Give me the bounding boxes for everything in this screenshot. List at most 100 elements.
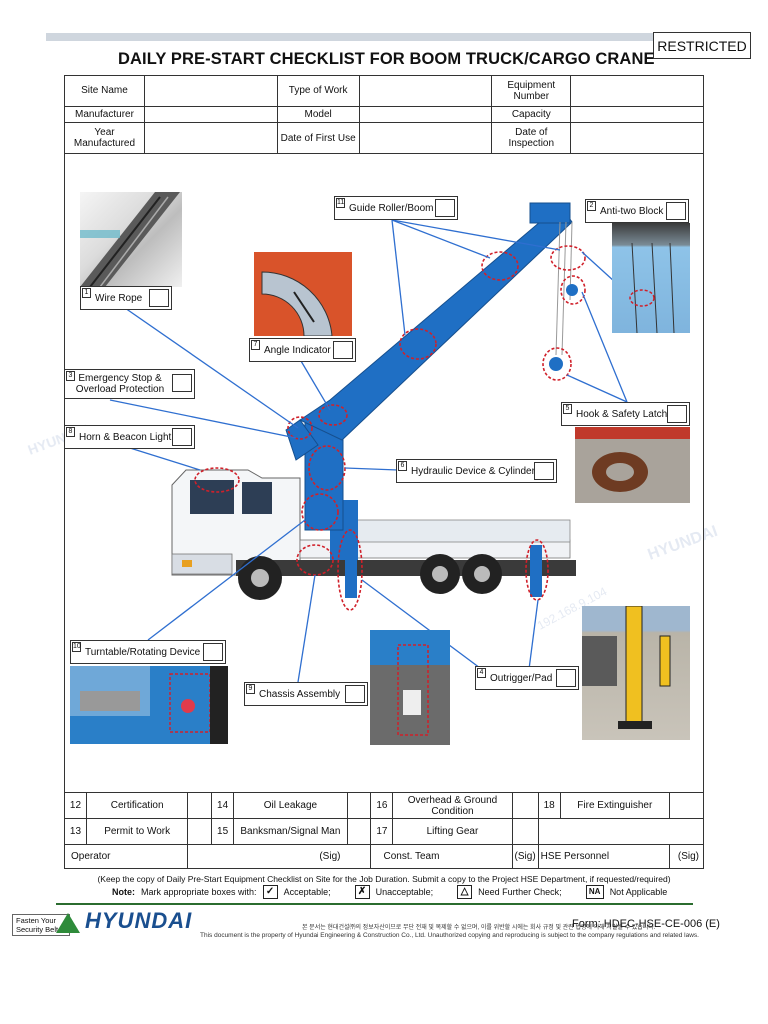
- hook-checkbox[interactable]: [667, 405, 687, 423]
- const-team-label: Const. Team: [370, 844, 513, 869]
- item-angle-indicator: 7 Angle Indicator: [249, 338, 356, 362]
- legend-unacceptable: Unacceptable;: [375, 887, 434, 897]
- triangle-icon: △: [457, 885, 473, 899]
- oil-leakage-checkbox[interactable]: [346, 792, 372, 819]
- item-chassis: 9 Chassis Assembly: [244, 682, 368, 706]
- overhead-ground-checkbox[interactable]: [511, 792, 539, 819]
- keep-copy-note: (Keep the copy of Daily Pre-Start Equipm…: [97, 874, 671, 884]
- const-team-signature-field[interactable]: (Sig): [511, 844, 539, 869]
- header-table: Site Name Type of Work Equipment Number …: [64, 75, 704, 154]
- certification-checkbox[interactable]: [187, 792, 213, 819]
- hse-signature-field[interactable]: (Sig): [669, 844, 704, 869]
- site-name-label: Site Name: [64, 75, 145, 107]
- footer-property-notice: This document is the property of Hyundai…: [200, 932, 699, 939]
- date-inspection-label: Date of Inspection: [491, 122, 572, 154]
- crane-boom: [285, 202, 573, 531]
- hse-text: HSE Personnel: [540, 851, 610, 862]
- restricted-badge: RESTRICTED: [653, 32, 751, 59]
- inspection-markers: [194, 245, 586, 611]
- date-inspection-field[interactable]: [570, 122, 704, 154]
- turntable-image: [70, 666, 228, 744]
- const-team-sig-text: (Sig): [514, 851, 536, 862]
- hook-upper: [566, 284, 578, 296]
- angle-indicator-photo: [254, 252, 352, 336]
- operator-sig-text: (Sig): [319, 851, 341, 862]
- item-number: 13: [64, 818, 87, 845]
- turntable-checkbox[interactable]: [203, 643, 223, 661]
- item-number: 18: [537, 792, 561, 819]
- item-label: Hook & Safety Latch: [576, 408, 668, 420]
- hse-sig-text: (Sig): [677, 851, 699, 862]
- item-number: 8: [66, 427, 75, 437]
- item-number: 6: [398, 461, 407, 471]
- capacity-field[interactable]: [570, 105, 704, 124]
- top-bar: [46, 33, 696, 41]
- wire-rope-checkbox[interactable]: [149, 289, 169, 307]
- type-of-work-field[interactable]: [358, 75, 493, 107]
- item-label: Angle Indicator: [264, 344, 331, 356]
- permit-to-work-checkbox[interactable]: [187, 818, 213, 845]
- hook-block: [549, 357, 563, 371]
- item-turntable: 10 Turntable/Rotating Device: [70, 640, 226, 664]
- chassis-checkbox[interactable]: [345, 685, 365, 703]
- const-team-text: Const. Team: [383, 851, 440, 862]
- item-label: Outrigger/Pad: [490, 672, 553, 684]
- item-hydraulic: 6 Hydraulic Device & Cylinder: [396, 459, 557, 483]
- item-anti-two-block: 2 Anti-two Block: [585, 199, 689, 223]
- item-number: 7: [251, 340, 260, 350]
- footer-divider: [56, 903, 693, 905]
- chassis-photo: [370, 630, 450, 745]
- equipment-number-label: Equipment Number: [491, 75, 572, 107]
- date-first-use-label: Date of First Use: [276, 122, 360, 154]
- legend-note: Note:: [112, 887, 135, 897]
- hse-label: HSE Personnel: [537, 844, 671, 869]
- item-number: 16: [370, 792, 394, 819]
- lifting-gear-checkbox[interactable]: [511, 818, 539, 845]
- wire-rope-photo: [80, 192, 182, 287]
- item-number: 1: [82, 288, 91, 298]
- anti-two-block-image: [629, 242, 675, 333]
- wire-rope-image: [80, 192, 180, 287]
- empty-cell: [537, 818, 705, 845]
- item-number: 17: [370, 818, 394, 845]
- hydraulic-checkbox[interactable]: [534, 462, 554, 480]
- item-number: 5: [563, 404, 572, 414]
- outrigger-checkbox[interactable]: [556, 669, 576, 687]
- item-horn-beacon: 8 Horn & Beacon Light: [64, 425, 195, 449]
- guide-roller-checkbox[interactable]: [435, 199, 455, 217]
- manufacturer-label: Manufacturer: [64, 105, 145, 124]
- bottom-checklist-table: 12 Certification 14 Oil Leakage 16 Overh…: [63, 792, 705, 869]
- operator-signature-field[interactable]: (Sig): [187, 844, 372, 869]
- overhead-ground-label: Overhead & Ground Condition: [392, 792, 513, 819]
- angle-indicator-checkbox[interactable]: [333, 341, 353, 359]
- na-icon: NA: [585, 885, 604, 899]
- form-id: Form: HDEC-HSE-CE-006 (E): [572, 918, 720, 930]
- fire-extinguisher-checkbox[interactable]: [669, 792, 704, 819]
- item-number: 10: [72, 642, 81, 652]
- item-label: Anti-two Block: [600, 205, 664, 217]
- emergency-stop-checkbox[interactable]: [172, 374, 192, 392]
- date-first-use-field[interactable]: [358, 122, 493, 154]
- equipment-number-field[interactable]: [570, 75, 704, 107]
- permit-to-work-label: Permit to Work: [85, 818, 189, 845]
- angle-indicator-image: [261, 271, 333, 336]
- item-label: Emergency Stop & Overload Protection: [75, 373, 165, 395]
- item-label: Hydraulic Device & Cylinder: [411, 465, 535, 477]
- legend-further: Need Further Check;: [478, 887, 562, 897]
- item-label: Guide Roller/Boom: [349, 202, 434, 214]
- item-number: 4: [477, 668, 486, 678]
- item-number: 3: [66, 371, 75, 381]
- horn-beacon-checkbox[interactable]: [172, 428, 192, 446]
- legend: Note: Mark appropriate boxes with: ✓ Acc…: [112, 885, 667, 899]
- certification-label: Certification: [85, 792, 189, 819]
- outrigger-image: [582, 606, 671, 729]
- hyundai-logo: HYUNDAI: [85, 908, 193, 933]
- year-manufactured-field[interactable]: [143, 122, 278, 154]
- anti-two-block-checkbox[interactable]: [666, 202, 686, 220]
- banksman-checkbox[interactable]: [346, 818, 372, 845]
- chassis-image: [370, 630, 450, 736]
- hook-image: [575, 427, 690, 492]
- outrigger-photo: [582, 606, 690, 740]
- diagram-frame: [64, 154, 704, 792]
- banksman-label: Banksman/Signal Man: [233, 818, 348, 845]
